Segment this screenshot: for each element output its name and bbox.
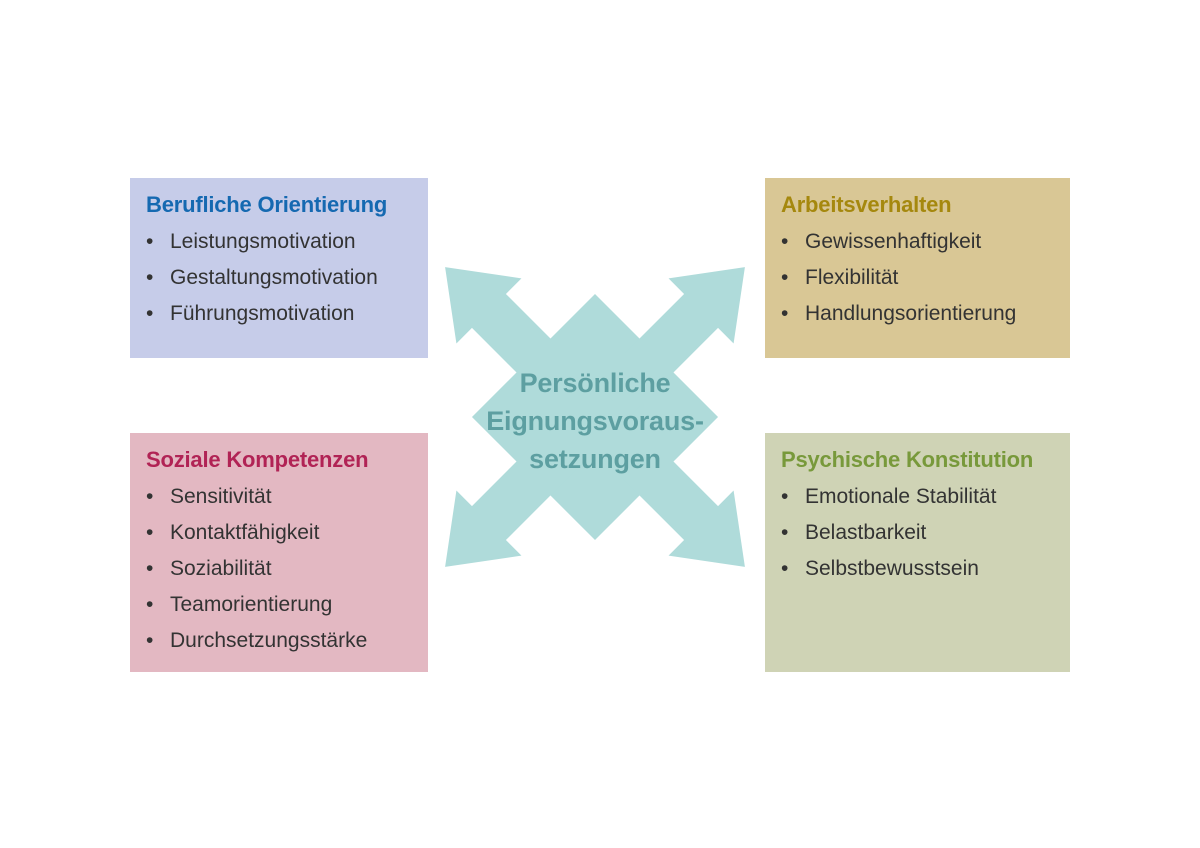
bullet-icon: • xyxy=(146,521,154,544)
list-item: • Selbstbewusstsein xyxy=(781,551,1054,587)
bullet-icon: • xyxy=(781,266,789,289)
list-item: • Belastbarkeit xyxy=(781,515,1054,551)
list-item-label: Gestaltungsmotivation xyxy=(170,266,378,289)
list-item: • Gestaltungsmotivation xyxy=(146,260,412,296)
box-psychische-konstitution-title: Psychische Konstitution xyxy=(781,447,1034,472)
box-soziale-kompetenzen: Soziale Kompetenzen • Sensitivität • Konta… xyxy=(130,433,428,672)
box-arbeitsverhalten-list: • Gewissenhaftigkeit • Flexibilität • Handl… xyxy=(781,224,1054,332)
list-item-label: Durchsetzungsstärke xyxy=(170,629,368,652)
box-soziale-kompetenzen-title: Soziale Kompetenzen xyxy=(146,447,369,472)
box-psychische-konstitution: Psychische Konstitution • Emotionale Stab… xyxy=(765,433,1070,672)
list-item: • Sensitivität xyxy=(146,479,412,515)
list-item: • Gewissenhaftigkeit xyxy=(781,224,1054,260)
list-item: • Kontaktfähigkeit xyxy=(146,515,412,551)
list-item-label: Soziabilität xyxy=(170,557,272,580)
list-item: • Leistungsmotivation xyxy=(146,224,412,260)
bullet-icon: • xyxy=(146,629,154,652)
list-item: • Flexibilität xyxy=(781,260,1054,296)
box-berufliche-orientierung-list: • Leistungsmotivation • Gestaltungsmotivat… xyxy=(146,224,412,332)
center-label: Persönliche Eignungsvoraus- setzungen xyxy=(440,364,750,478)
box-soziale-kompetenzen-list: • Sensitivität • Kontaktfähigkeit • Soziabi… xyxy=(146,479,412,659)
bullet-icon: • xyxy=(781,302,789,325)
list-item-label: Belastbarkeit xyxy=(805,521,927,544)
list-item-label: Handlungsorientierung xyxy=(805,302,1017,325)
bullet-icon: • xyxy=(146,593,154,616)
list-item-label: Selbstbewusstsein xyxy=(805,557,979,580)
bullet-icon: • xyxy=(146,557,154,580)
list-item: • Durchsetzungsstärke xyxy=(146,623,412,659)
list-item-label: Flexibilität xyxy=(805,266,899,289)
box-berufliche-orientierung: Berufliche Orientierung • Leistungsmotiva… xyxy=(130,178,428,358)
list-item: • Emotionale Stabilität xyxy=(781,479,1054,515)
center-label-line-3: setzungen xyxy=(529,444,661,474)
box-berufliche-orientierung-title: Berufliche Orientierung xyxy=(146,192,388,217)
list-item: • Führungsmotivation xyxy=(146,296,412,332)
center-label-line-2: Eignungsvoraus- xyxy=(486,406,704,436)
list-item-label: Sensitivität xyxy=(170,485,272,508)
bullet-icon: • xyxy=(146,266,154,289)
list-item: • Handlungsorientierung xyxy=(781,296,1054,332)
box-psychische-konstitution-list: • Emotionale Stabilität • Belastbarkeit • S… xyxy=(781,479,1054,587)
list-item-label: Emotionale Stabilität xyxy=(805,485,997,508)
bullet-icon: • xyxy=(781,485,789,508)
list-item-label: Leistungsmotivation xyxy=(170,230,356,253)
list-item: • Soziabilität xyxy=(146,551,412,587)
bullet-icon: • xyxy=(781,557,789,580)
box-arbeitsverhalten: Arbeitsverhalten • Gewissenhaftigkeit • Fl… xyxy=(765,178,1070,358)
bullet-icon: • xyxy=(146,485,154,508)
bullet-icon: • xyxy=(781,521,789,544)
bullet-icon: • xyxy=(781,230,789,253)
list-item-label: Kontaktfähigkeit xyxy=(170,521,320,544)
bullet-icon: • xyxy=(146,230,154,253)
box-arbeitsverhalten-title: Arbeitsverhalten xyxy=(781,192,952,217)
four-way-arrow xyxy=(440,262,750,572)
list-item-label: Teamorientierung xyxy=(170,593,333,616)
list-item-label: Gewissenhaftigkeit xyxy=(805,230,982,253)
list-item-label: Führungsmotivation xyxy=(170,302,355,325)
four-way-arrow-graphic xyxy=(445,267,745,567)
bullet-icon: • xyxy=(146,302,154,325)
center-label-line-1: Persönliche xyxy=(519,368,671,398)
list-item: • Teamorientierung xyxy=(146,587,412,623)
